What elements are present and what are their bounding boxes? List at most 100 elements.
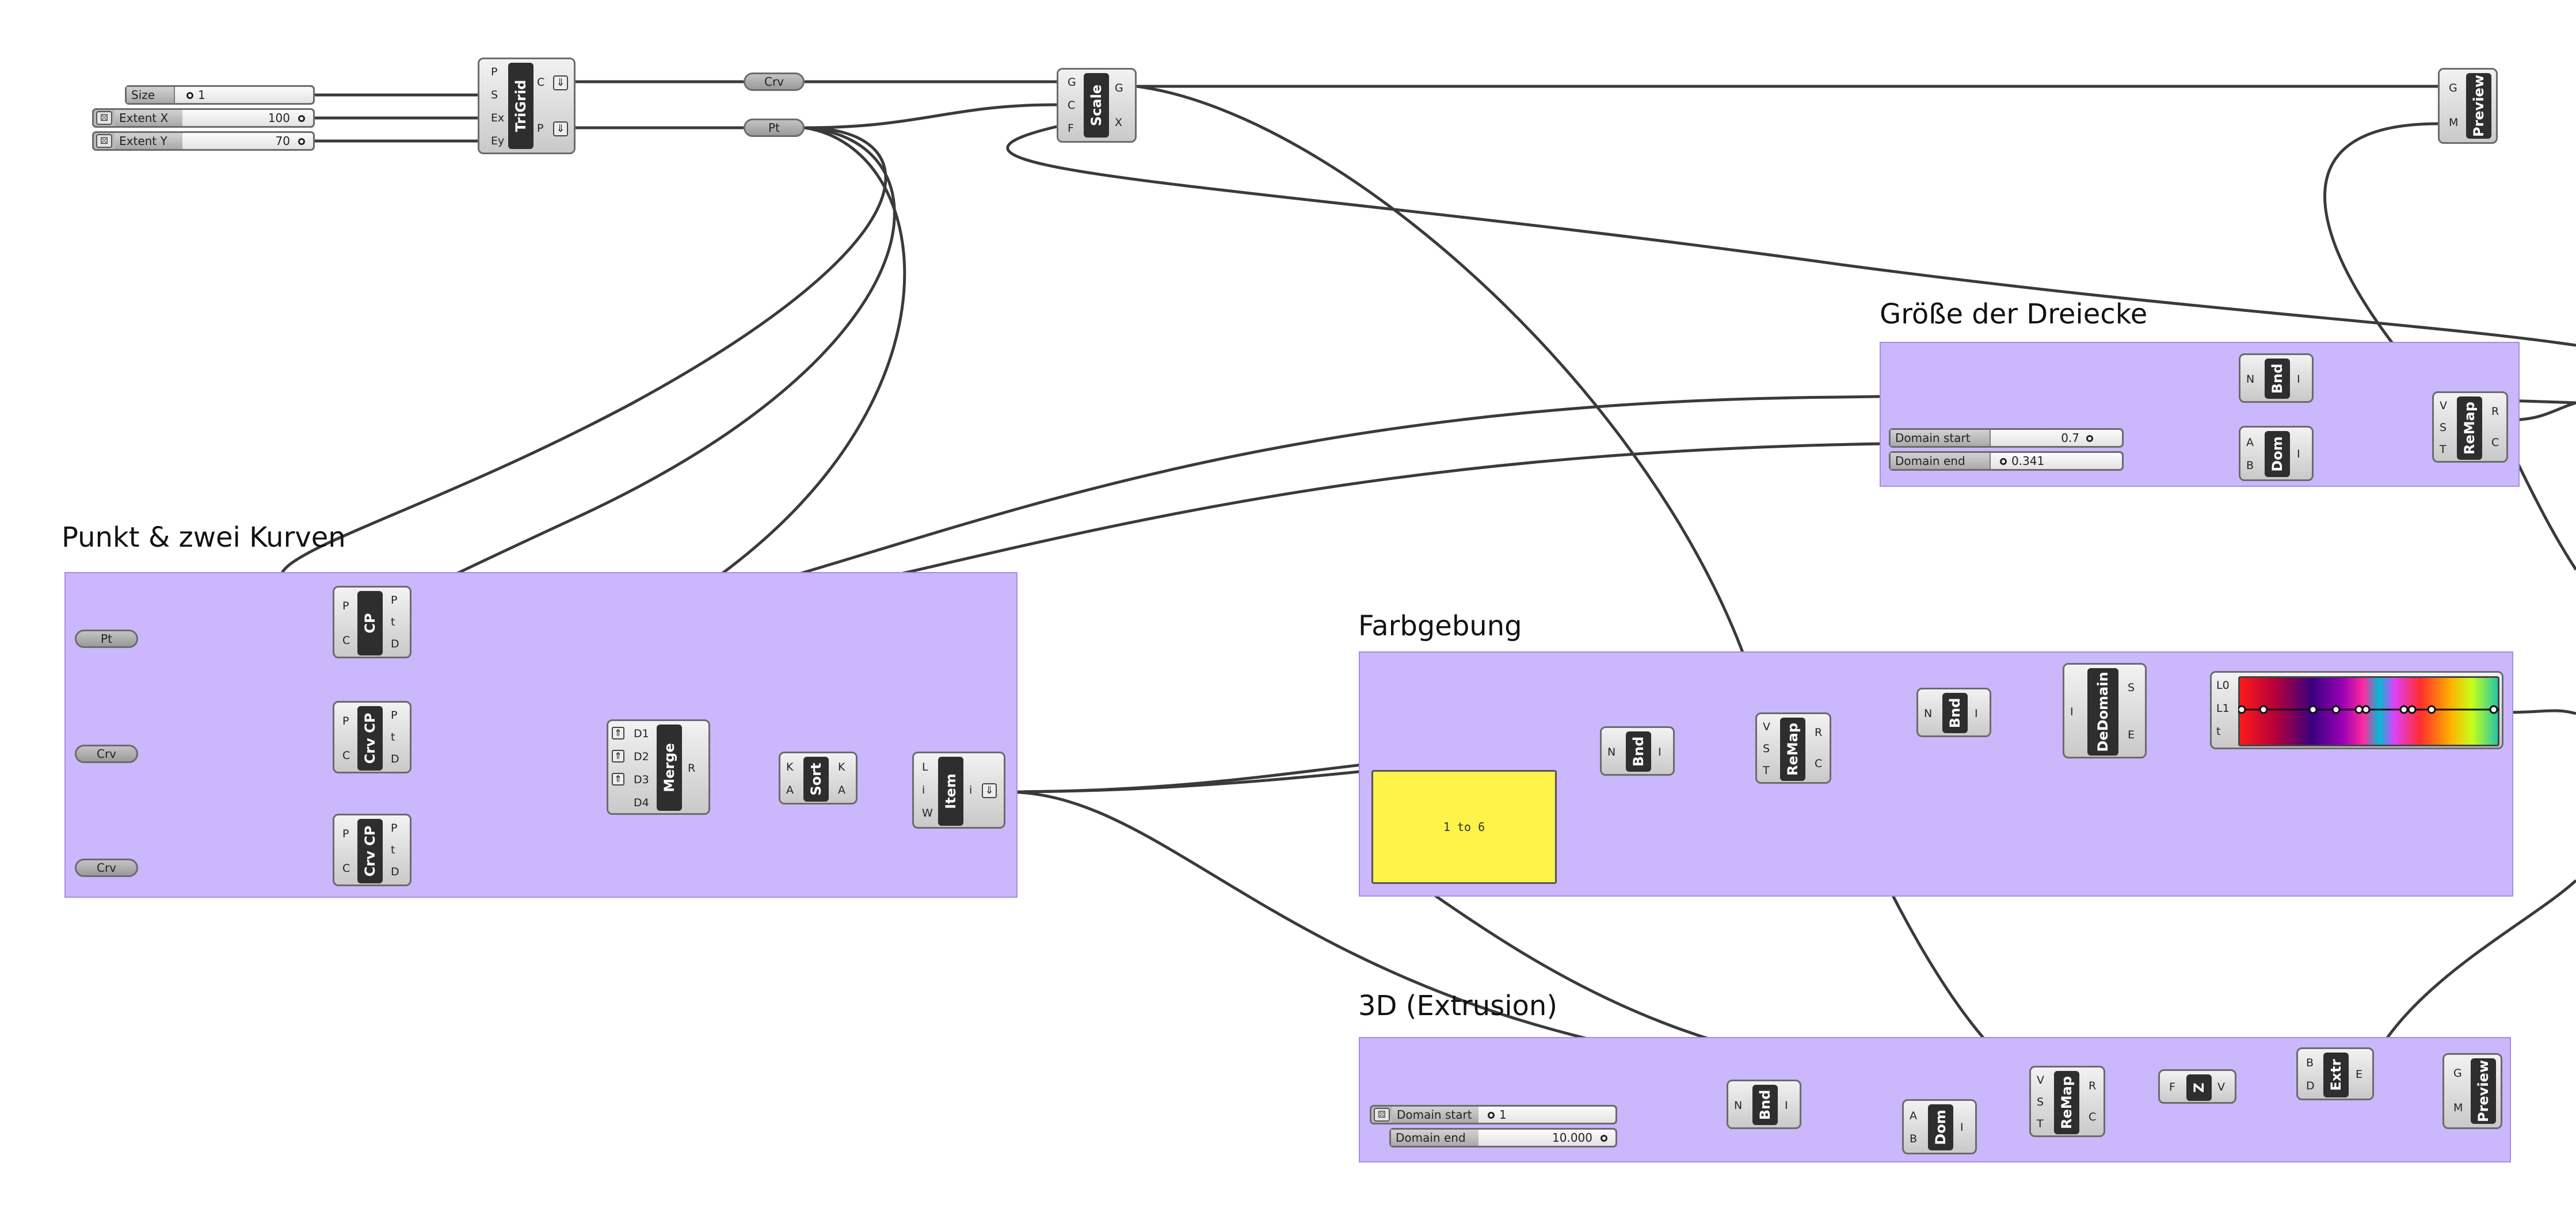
pin-g[interactable]: G bbox=[2449, 82, 2457, 94]
flatten-icon[interactable]: ⇓ bbox=[982, 783, 997, 798]
pin-v[interactable]: V bbox=[2037, 1074, 2044, 1086]
pin-c[interactable]: C bbox=[342, 749, 350, 762]
pin-b[interactable]: B bbox=[2306, 1057, 2314, 1069]
pin-s[interactable]: S bbox=[2037, 1096, 2044, 1108]
pin-s[interactable]: S bbox=[2128, 681, 2135, 694]
pin-p[interactable]: P bbox=[342, 600, 349, 612]
pin-t-out[interactable]: t bbox=[391, 731, 395, 744]
slider-track[interactable]: 0.341 bbox=[1991, 453, 2122, 469]
pin-p[interactable]: P bbox=[342, 828, 349, 840]
pin-n[interactable]: N bbox=[1924, 707, 1933, 720]
slider-knob[interactable] bbox=[1601, 1135, 1607, 1142]
slider-track[interactable]: 10.000 bbox=[1478, 1130, 1615, 1146]
pin-k[interactable]: K bbox=[786, 761, 794, 773]
pin-v[interactable]: V bbox=[1763, 720, 1770, 733]
pin-x-out[interactable]: X bbox=[1115, 116, 1123, 129]
scale-component[interactable]: G C F Scale G X bbox=[1057, 68, 1137, 143]
pin-f[interactable]: F bbox=[1068, 122, 1074, 135]
pin-i[interactable]: I bbox=[2070, 706, 2074, 718]
preview-top-component[interactable]: G M Preview bbox=[2438, 68, 2498, 144]
flatten-icon[interactable]: ⇓ bbox=[553, 121, 568, 136]
graft-icon[interactable]: ⇑ bbox=[612, 750, 624, 762]
pin-i[interactable]: i bbox=[922, 784, 925, 796]
bnd-component[interactable]: N Bnd I bbox=[1916, 688, 1991, 737]
pin-d1[interactable]: D1 bbox=[634, 727, 649, 740]
dice-icon[interactable]: ⚄ bbox=[1374, 1108, 1390, 1122]
pin-a[interactable]: A bbox=[2246, 436, 2254, 449]
trigrid-component[interactable]: P S Ex Ey TriGrid C ⇓ P ⇓ bbox=[478, 58, 576, 154]
extent-x-slider[interactable]: ⚄ Extent X 100 bbox=[92, 108, 315, 128]
pin-v[interactable]: V bbox=[2440, 399, 2447, 412]
domain-start-slider[interactable]: Domain start 0.7 bbox=[1889, 428, 2124, 448]
dice-icon[interactable]: ⚄ bbox=[96, 111, 112, 125]
pin-t-out[interactable]: t bbox=[391, 844, 395, 856]
pin-n[interactable]: N bbox=[1734, 1099, 1743, 1112]
remap-component[interactable]: V S T ReMap R C bbox=[2029, 1066, 2105, 1137]
pt-param[interactable]: Pt bbox=[75, 630, 138, 648]
slider-knob[interactable] bbox=[298, 115, 305, 122]
flatten-icon[interactable]: ⇓ bbox=[553, 75, 568, 90]
crv-param[interactable]: Crv bbox=[744, 73, 805, 91]
slider-knob[interactable] bbox=[2086, 435, 2093, 442]
pt-param[interactable]: Pt bbox=[744, 119, 805, 137]
pin-t[interactable]: t bbox=[2216, 725, 2221, 738]
pin-g-out[interactable]: G bbox=[1115, 82, 1123, 94]
unit-z-component[interactable]: F Z V bbox=[2158, 1069, 2236, 1104]
dice-icon[interactable]: ⚄ bbox=[96, 134, 112, 148]
pin-c[interactable]: C bbox=[537, 76, 545, 89]
pin-w[interactable]: W bbox=[922, 807, 933, 819]
gradient-component[interactable]: L0 L1 t bbox=[2210, 671, 2503, 749]
pin-a-out[interactable]: A bbox=[838, 784, 845, 796]
pin-t[interactable]: T bbox=[1763, 764, 1770, 777]
pin-i[interactable]: I bbox=[1960, 1121, 1964, 1134]
domain-end-slider[interactable]: Domain end 0.341 bbox=[1889, 451, 2124, 471]
dom-component[interactable]: A B Dom I bbox=[1902, 1099, 1977, 1154]
pin-t[interactable]: T bbox=[2440, 443, 2447, 456]
merge-component[interactable]: ⇑ D1 ⇑ D2 ⇑ D3 D4 Merge R bbox=[607, 719, 710, 815]
pin-e-out[interactable]: E bbox=[2356, 1068, 2363, 1081]
pin-i[interactable]: I bbox=[2297, 373, 2300, 386]
pin-n[interactable]: N bbox=[1607, 746, 1616, 758]
pin-i[interactable]: I bbox=[2297, 448, 2300, 460]
pin-c[interactable]: C bbox=[1068, 99, 1076, 112]
pin-r[interactable]: R bbox=[2491, 405, 2499, 418]
pin-ex[interactable]: Ex bbox=[491, 112, 505, 124]
graft-icon[interactable]: ⇑ bbox=[612, 727, 624, 739]
graft-icon[interactable]: ⇑ bbox=[612, 773, 624, 786]
pin-s[interactable]: S bbox=[491, 89, 498, 101]
pin-m[interactable]: M bbox=[2449, 116, 2459, 129]
extent-y-slider[interactable]: ⚄ Extent Y 70 bbox=[92, 131, 315, 151]
pin-v-out[interactable]: V bbox=[2217, 1081, 2225, 1093]
pin-t[interactable]: T bbox=[2037, 1118, 2044, 1130]
pin-c[interactable]: C bbox=[1815, 757, 1823, 770]
pin-k-out[interactable]: K bbox=[838, 761, 845, 773]
crv-param[interactable]: Crv bbox=[75, 745, 138, 763]
pin-e[interactable]: E bbox=[2128, 729, 2135, 741]
pin-c[interactable]: C bbox=[2089, 1111, 2097, 1123]
domain-end-slider[interactable]: Domain end 10.000 bbox=[1389, 1128, 1617, 1147]
bnd-component[interactable]: N Bnd I bbox=[1727, 1080, 1801, 1129]
pin-s[interactable]: S bbox=[2440, 421, 2447, 434]
slider-knob[interactable] bbox=[1488, 1112, 1495, 1119]
pin-i-out[interactable]: i bbox=[969, 784, 973, 796]
pin-g[interactable]: G bbox=[1068, 76, 1076, 89]
slider-track[interactable]: 70 bbox=[182, 133, 313, 149]
pin-n[interactable]: N bbox=[2246, 373, 2255, 386]
domain-start-slider[interactable]: ⚄ Domain start 1 bbox=[1370, 1105, 1617, 1124]
pin-b[interactable]: B bbox=[1910, 1133, 1918, 1145]
gradient-grips[interactable] bbox=[2238, 704, 2499, 715]
pin-l1[interactable]: L1 bbox=[2216, 702, 2230, 715]
pin-t-out[interactable]: t bbox=[391, 616, 395, 628]
slider-knob[interactable] bbox=[2000, 458, 2007, 465]
extrude-component[interactable]: B D Extr E bbox=[2296, 1047, 2374, 1100]
group-punkt[interactable] bbox=[64, 572, 1018, 898]
bnd-component[interactable]: N Bnd I bbox=[1600, 726, 1675, 776]
pin-i[interactable]: I bbox=[1975, 707, 1978, 720]
pin-d2[interactable]: D2 bbox=[634, 750, 649, 763]
pin-l0[interactable]: L0 bbox=[2216, 679, 2230, 692]
crv-cp-component[interactable]: P C Crv CP P t D bbox=[333, 701, 411, 773]
sort-component[interactable]: K A Sort K A bbox=[779, 752, 858, 805]
pin-c[interactable]: C bbox=[342, 634, 350, 647]
pin-f[interactable]: F bbox=[2169, 1081, 2175, 1093]
pin-c[interactable]: C bbox=[342, 862, 350, 875]
